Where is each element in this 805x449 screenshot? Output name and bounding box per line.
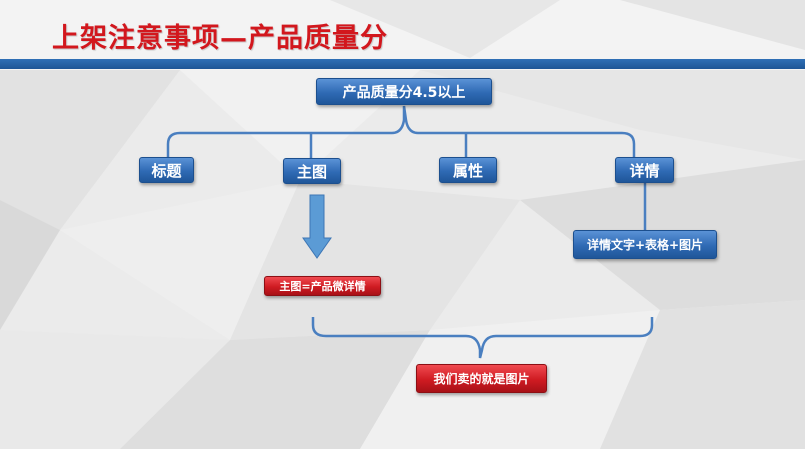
branch-node-detail: 详情 (615, 157, 674, 183)
detail-note-node: 详情文字+表格+图片 (573, 230, 717, 259)
page-title: 上架注意事项—产品质量分 (52, 23, 388, 54)
root-node-quality-score: 产品质量分4.5以上 (316, 78, 492, 105)
down-arrow-icon (302, 194, 332, 259)
title-underline-bar (0, 59, 805, 69)
branch-node-attributes: 属性 (439, 157, 497, 183)
top-brace (166, 105, 636, 158)
bottom-brace (311, 317, 654, 359)
branch-node-main-image: 主图 (283, 158, 341, 184)
main-image-note-node: 主图=产品微详情 (264, 276, 381, 296)
branch-node-title: 标题 (139, 157, 194, 183)
conclusion-node: 我们卖的就是图片 (416, 364, 547, 393)
